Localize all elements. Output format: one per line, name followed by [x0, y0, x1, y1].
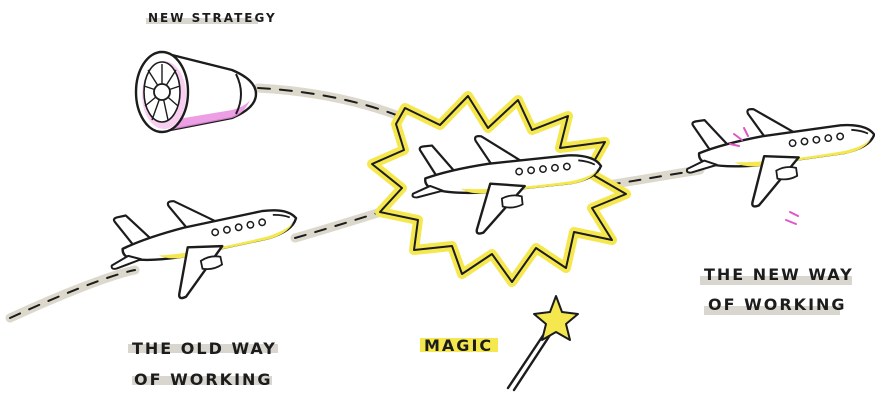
magic-label: MAGIC — [424, 336, 493, 355]
jet-engine-icon — [134, 50, 258, 134]
new-way-underline-1 — [700, 276, 852, 285]
new-strategy-label: NEW STRATEGY — [148, 11, 277, 25]
old-way-label-line1: THE OLD WAY — [132, 339, 277, 358]
new-strategy-underline — [146, 18, 258, 24]
new-way-label-line2: OF WORKING — [708, 295, 847, 314]
airplane-icon — [678, 91, 875, 225]
old-way-underline-1 — [128, 344, 278, 353]
airplane-icon — [99, 175, 309, 313]
magic-wand-icon — [506, 295, 579, 392]
magic-highlight — [420, 338, 498, 352]
old-way-label-line2: OF WORKING — [134, 370, 273, 389]
old-way-underline-2 — [132, 376, 272, 385]
new-way-label-line1: THE NEW WAY — [704, 265, 854, 284]
new-way-underline-2 — [704, 306, 840, 315]
